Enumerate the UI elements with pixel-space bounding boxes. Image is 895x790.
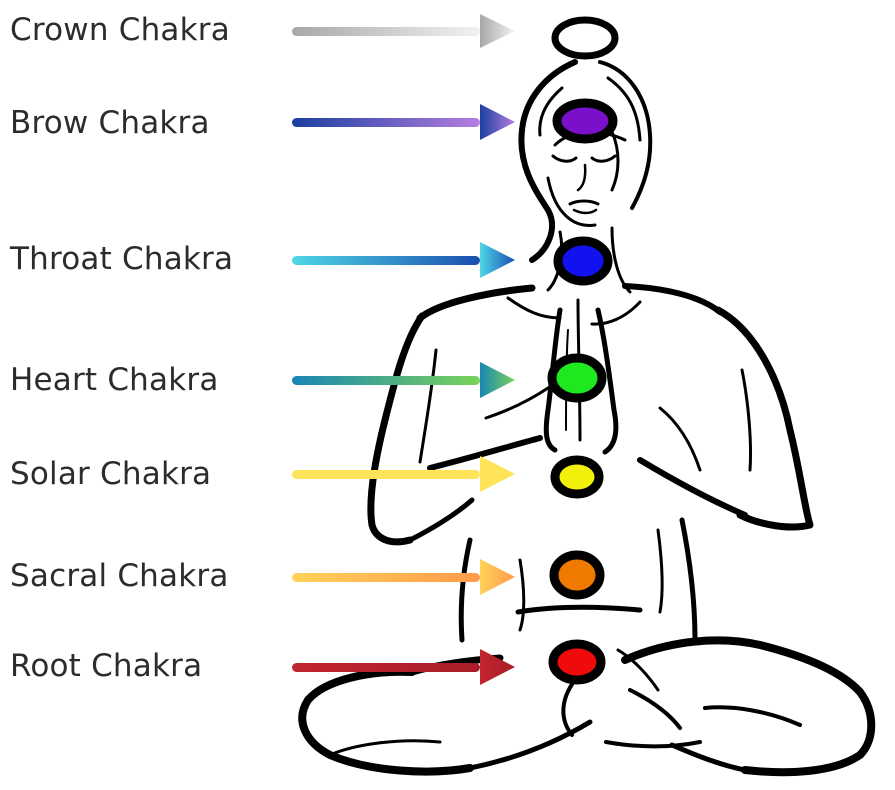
arrow-root-chakra xyxy=(292,649,515,685)
arrow-solar-chakra xyxy=(292,456,515,492)
dot-brow-chakra xyxy=(557,103,613,139)
arrow-head xyxy=(480,14,515,48)
arrow-brow-chakra xyxy=(292,104,515,140)
arrow-heart-chakra xyxy=(292,362,515,398)
arrow-sacral-chakra xyxy=(292,559,515,595)
arrow-throat-chakra xyxy=(292,242,515,278)
dot-sacral-chakra xyxy=(554,555,600,595)
dot-crown-chakra xyxy=(555,20,615,56)
dot-root-chakra xyxy=(553,644,601,680)
arrow-crown-chakra xyxy=(292,14,515,48)
dot-throat-chakra xyxy=(558,241,608,281)
dot-heart-chakra xyxy=(552,358,602,398)
dot-solar-chakra xyxy=(555,460,599,494)
